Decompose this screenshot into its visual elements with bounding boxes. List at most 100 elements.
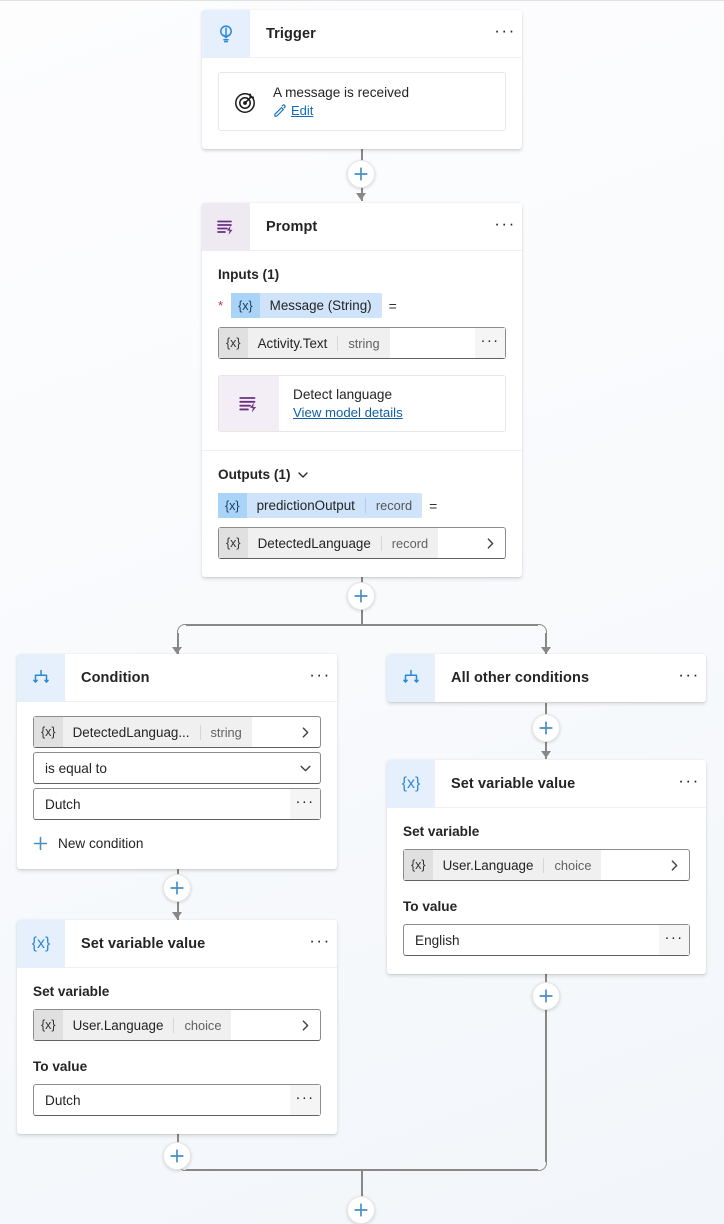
condition-new-condition-button[interactable]: New condition — [33, 836, 321, 851]
branch-icon — [17, 654, 65, 702]
split-corner-left — [177, 624, 187, 634]
plus-icon — [33, 836, 48, 851]
add-step-after-condition[interactable] — [163, 874, 191, 902]
set-variable-right-variable-type: choice — [543, 857, 601, 873]
trigger-more-button[interactable]: ··· — [494, 20, 516, 40]
chevron-right-icon — [487, 537, 493, 549]
branch-icon-glyph — [403, 669, 419, 683]
prompt-model-title: Detect language — [293, 387, 393, 402]
all-other-conditions-title: All other conditions — [451, 670, 590, 686]
variable-x-icon: {x} — [404, 850, 433, 880]
prompt-output-token-row: {x} predictionOutput record = — [218, 493, 506, 518]
prompt-model-details-link[interactable]: View model details — [293, 405, 403, 420]
trigger-event-text: A message is received Edit — [273, 85, 409, 118]
prompt-input-value-type: string — [337, 335, 389, 351]
add-step-after-prompt[interactable] — [347, 582, 375, 610]
set-variable-right-to-value-field[interactable]: English ··· — [403, 924, 690, 956]
set-variable-left-more-button[interactable]: ··· — [309, 930, 331, 950]
split-drop-left — [177, 633, 179, 655]
condition-value-more-button[interactable]: ··· — [290, 789, 320, 819]
set-variable-left-variable-field[interactable]: {x} User.Language choice — [33, 1009, 321, 1041]
chevron-down-icon-glyph — [299, 765, 311, 771]
variable-x-icon: {x} — [231, 293, 260, 318]
condition-left-operand-name: DetectedLanguag... — [72, 724, 190, 740]
add-step-at-merge[interactable] — [347, 1196, 375, 1224]
pencil-icon — [274, 104, 286, 117]
set-variable-left-to-value-more-button[interactable]: ··· — [290, 1085, 320, 1115]
prompt-output-name: predictionOutput — [256, 498, 355, 513]
node-trigger[interactable]: Trigger ··· A message is received — [202, 10, 522, 149]
variable-x-icon: {x} — [219, 528, 248, 558]
prompt-input-value-name: Activity.Text — [257, 335, 328, 351]
set-variable-left-title: Set variable value — [81, 935, 206, 952]
prompt-outputs-label-row[interactable]: Outputs (1) — [218, 467, 506, 482]
variable-x-icon: {x} — [218, 493, 247, 518]
set-variable-right-body: Set variable {x} User.Language choice To… — [387, 808, 706, 974]
condition-operator-dropdown[interactable]: is equal to — [33, 752, 321, 784]
plus-icon — [539, 989, 553, 1003]
prompt-more-button[interactable]: ··· — [494, 213, 516, 233]
condition-header: Condition ··· — [17, 654, 337, 702]
all-other-conditions-more-button[interactable]: ··· — [678, 665, 700, 684]
set-variable-left-to-value-field[interactable]: Dutch ··· — [33, 1084, 321, 1116]
prompt-model-card[interactable]: Detect language View model details — [218, 375, 506, 432]
add-step-after-set-variable-right[interactable] — [532, 982, 560, 1010]
branch-icon — [387, 654, 435, 702]
chevron-right-icon — [302, 726, 308, 738]
prompt-input-value-field[interactable]: {x} Activity.Text string ··· — [218, 327, 506, 359]
prompt-model-icon — [219, 376, 279, 431]
add-step-after-set-variable-left[interactable] — [163, 1142, 191, 1170]
condition-more-button[interactable]: ··· — [309, 664, 331, 684]
set-variable-left-body: Set variable {x} User.Language choice To… — [17, 968, 337, 1134]
condition-left-operand-token: {x} DetectedLanguag... string — [34, 717, 252, 747]
plus-icon — [354, 167, 368, 181]
prompt-input-value-token: {x} Activity.Text string — [219, 328, 390, 358]
condition-left-operand-expand-button[interactable] — [290, 726, 320, 739]
node-set-variable-left[interactable]: {x} Set variable value ··· Set variable … — [17, 920, 337, 1134]
node-condition[interactable]: Condition ··· {x} DetectedLanguag... str… — [17, 654, 337, 869]
add-step-after-all-other-conditions[interactable] — [532, 714, 560, 742]
prompt-input-token-row: * {x} Message (String) = — [218, 293, 506, 318]
set-variable-left-label: Set variable — [33, 984, 110, 999]
prompt-output-type: record — [364, 498, 422, 513]
set-variable-right-variable-expand-button[interactable] — [659, 859, 689, 872]
trigger-edit-link[interactable]: Edit — [291, 103, 314, 118]
node-all-other-conditions[interactable]: All other conditions ··· — [387, 654, 706, 702]
chevron-down-icon[interactable] — [290, 762, 320, 775]
required-marker: * — [218, 298, 224, 313]
prompt-output-pill: {x} predictionOutput record — [218, 493, 423, 518]
set-variable-right-to-value-more-button[interactable]: ··· — [659, 925, 689, 955]
node-set-variable-right[interactable]: {x} Set variable value ··· Set variable … — [387, 760, 706, 974]
set-variable-right-variable-field[interactable]: {x} User.Language choice — [403, 849, 690, 881]
prompt-output-expand-button[interactable] — [475, 537, 505, 550]
trigger-event-card[interactable]: A message is received Edit — [218, 72, 506, 131]
condition-left-operand-field[interactable]: {x} DetectedLanguag... string — [33, 716, 321, 748]
variable-x-icon: {x} — [219, 328, 248, 358]
set-variable-left-variable-expand-button[interactable] — [290, 1019, 320, 1032]
prompt-inputs-label: Inputs (1) — [218, 267, 280, 282]
set-variable-left-variable-type: choice — [173, 1017, 231, 1033]
prompt-section-divider — [202, 450, 522, 451]
condition-body: {x} DetectedLanguag... string is equal t… — [17, 702, 337, 869]
arrow-to-condition — [172, 647, 182, 654]
prompt-outputs-section: Outputs (1) {x} predictionOutput record … — [202, 451, 522, 577]
variable-x-icon: {x} — [387, 760, 435, 808]
prompt-lines-bolt-icon — [202, 203, 250, 251]
chevron-down-icon[interactable] — [297, 469, 309, 481]
condition-value-field[interactable]: Dutch ··· — [33, 788, 321, 820]
prompt-input-equals: = — [388, 297, 397, 314]
prompt-input-value-more-button[interactable]: ··· — [475, 328, 505, 358]
plus-icon — [170, 1149, 184, 1163]
trigger-edit-row[interactable]: Edit — [273, 103, 409, 118]
node-prompt[interactable]: Prompt ··· Inputs (1) * {x} Message (Str… — [202, 203, 522, 577]
trigger-body: A message is received Edit — [202, 58, 522, 149]
set-variable-right-more-button[interactable]: ··· — [678, 770, 700, 790]
arrow-trigger-to-prompt — [356, 193, 366, 200]
prompt-output-value-field[interactable]: {x} DetectedLanguage record — [218, 527, 506, 559]
add-step-after-trigger[interactable] — [347, 160, 375, 188]
connector-setvar-right-down — [545, 960, 547, 1162]
trigger-bulb-icon-glyph — [220, 24, 232, 42]
plus-icon — [354, 589, 368, 603]
merge-corner-right — [537, 1161, 547, 1171]
